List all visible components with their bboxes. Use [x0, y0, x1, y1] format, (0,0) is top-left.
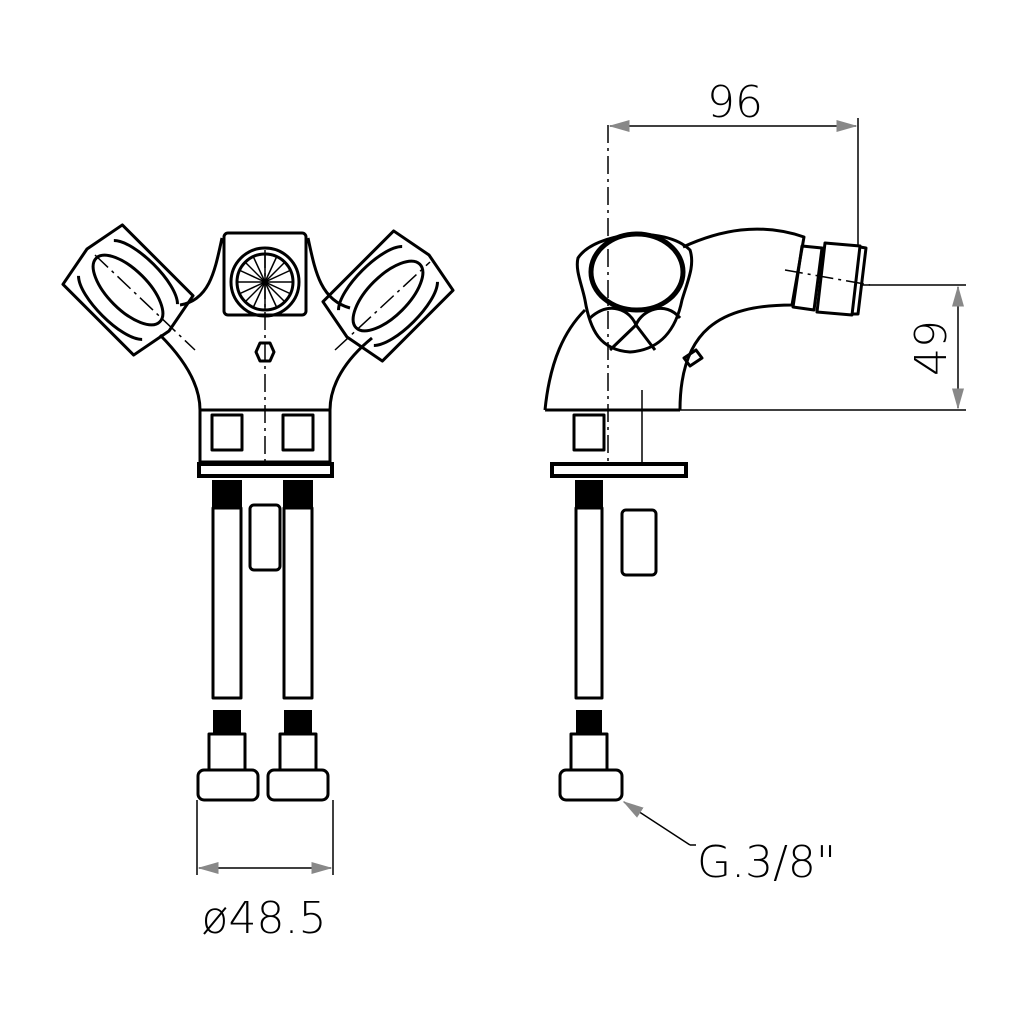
center-fitting: [248, 503, 282, 572]
height-dimension: 49: [680, 284, 966, 411]
hex-screw-icon: [254, 341, 276, 363]
front-view: ø48.5: [61, 223, 455, 944]
side-hose: [558, 413, 624, 802]
thread-callout: G.3/8": [622, 801, 836, 888]
side-screw: [682, 348, 704, 368]
height-label: 49: [906, 320, 957, 376]
handle-cap: [588, 231, 686, 313]
front-body-outline: [158, 237, 373, 412]
side-handle: [575, 232, 694, 354]
right-handle: [321, 229, 455, 363]
side-view: 96 49 G.3/8": [543, 77, 966, 888]
left-hose: [196, 413, 260, 802]
thread-label: G.3/8": [697, 837, 836, 888]
width-dimension: 96: [608, 77, 859, 245]
side-center-fitting: [620, 508, 658, 577]
diameter-dimension: ø48.5: [196, 800, 334, 944]
spout-aerator: [791, 241, 868, 317]
left-handle: [61, 223, 195, 357]
right-hose: [266, 413, 330, 802]
width-label: 96: [707, 77, 763, 128]
diameter-label: ø48.5: [202, 893, 327, 944]
